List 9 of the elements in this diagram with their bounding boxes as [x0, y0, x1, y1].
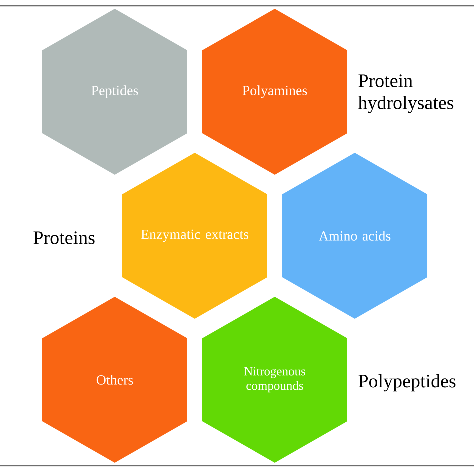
category-label: Proteins	[34, 232, 95, 244]
hexagon: Polyamines	[202, 9, 348, 175]
hexagon: Peptides	[42, 9, 188, 175]
hexagon: Amino acids	[282, 153, 428, 319]
hexagon: Enzymatic extracts	[122, 153, 268, 319]
category-label: Polypeptides	[358, 374, 456, 392]
hexagon: Nitrogenous compounds	[202, 297, 348, 463]
category-label: Protein hydrolysates	[358, 74, 454, 114]
hexagon: Others	[42, 297, 188, 463]
